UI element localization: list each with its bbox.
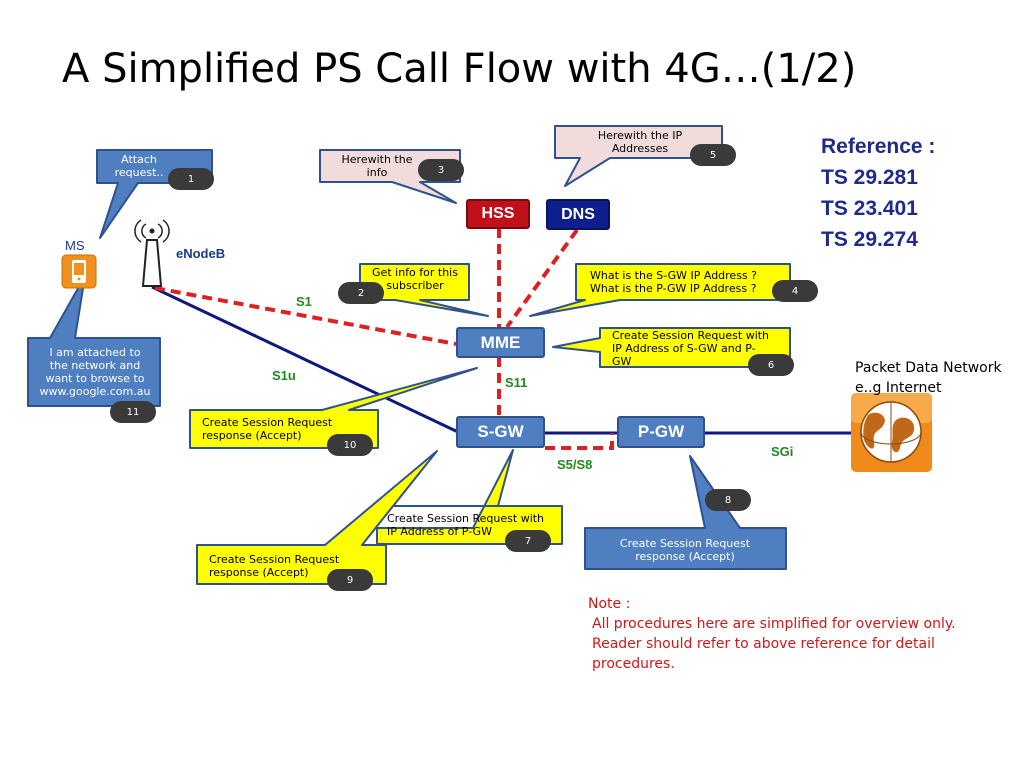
callout-9-shape [196,450,438,585]
sgw-node: S-GW [456,416,545,448]
sgi-label: SGi [771,444,794,459]
note-block: Note : All procedures here are simplifie… [588,594,956,674]
pdn-label-line2: e..g Internet [855,380,942,396]
callout-3-badge: 3 [418,159,464,181]
reference-heading: Reference : [821,135,936,158]
callout-8-shape [584,455,787,570]
mme-dns-link [505,228,579,329]
callout-7-badge: 7 [505,530,551,552]
note-heading: Note : [588,596,631,612]
dns-node: DNS [546,199,610,230]
mme-node: MME [456,327,545,358]
s11-label: S11 [505,375,528,390]
s5s8-label: S5/S8 [557,457,593,472]
hss-node: HSS [466,199,530,229]
reference-spec-3: TS 29.274 [821,228,918,251]
callout-4-text: What is the S-GW IP Address ?What is the… [590,269,757,295]
callout-10-badge: 10 [327,434,373,456]
mobile-phone-icon [61,254,97,289]
callout-4-shape [529,263,791,317]
reference-spec-1: TS 29.281 [821,166,918,189]
callout-5-shape [554,125,723,187]
s5s8-link [545,433,614,450]
callout-8-badge: 8 [705,489,751,511]
enodeb-antenna-icon [134,219,170,287]
callout-4-badge: 4 [772,280,818,302]
pdn-label-line1: Packet Data Network [855,360,1002,376]
s1-label: S1 [296,294,312,309]
callout-11-shape [27,275,161,407]
callout-9-badge: 9 [327,569,373,591]
callout-6-shape [552,327,791,368]
callout-1-badge: 1 [168,168,214,190]
s1u-link [151,285,459,434]
callout-2-badge: 2 [338,282,384,304]
note-line-3: procedures. [592,656,675,672]
s1-link [154,286,457,346]
globe-icon [851,393,932,472]
enodeb-label: eNodeB [176,246,226,261]
pgw-node: P-GW [617,416,705,448]
ms-label: MS [65,238,85,253]
note-line-1: All procedures here are simplified for o… [592,616,956,632]
callout-10-shape [189,367,478,449]
callout-5-badge: 5 [690,144,736,166]
callout-6-badge: 6 [748,354,794,376]
s1u-label: S1u [272,368,296,383]
callout-7-shape [376,449,563,545]
callout-11-badge: 11 [110,401,156,423]
note-line-2: Reader should refer to above reference f… [592,636,935,652]
page-title: A Simplified PS Call Flow with 4G…(1/2) [62,46,857,92]
reference-spec-2: TS 23.401 [821,197,918,220]
